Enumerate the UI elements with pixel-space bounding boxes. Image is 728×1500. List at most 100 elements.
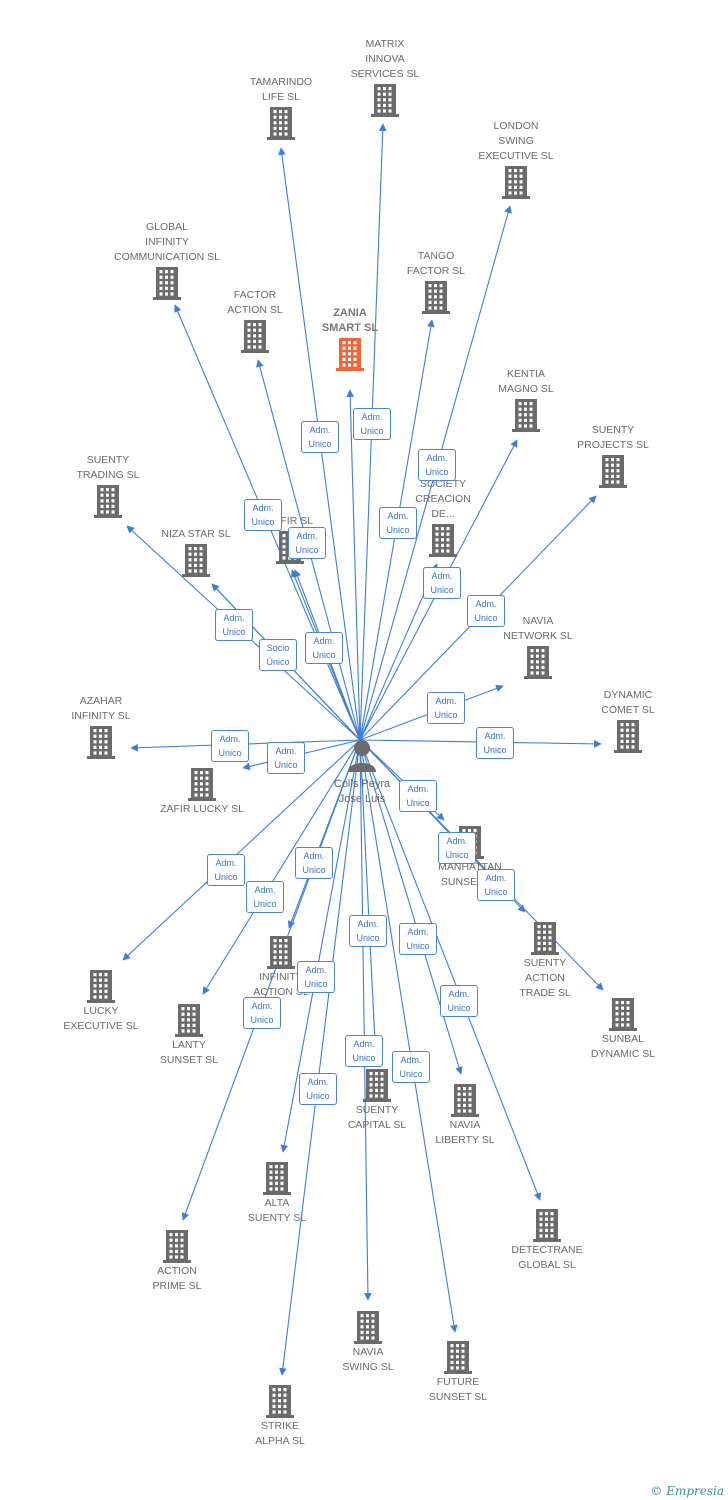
company-label: AZAHAR INFINITY SL: [71, 695, 131, 722]
person-name: Colls Peyra Jose Luis: [333, 778, 391, 805]
building-icon: [524, 646, 552, 679]
company-node-tamarindo[interactable]: TAMARINDO LIFE SL: [221, 75, 341, 141]
building-icon: [502, 166, 530, 199]
edge-label[interactable]: Adm. Unico: [267, 742, 305, 774]
company-label: ZANIA SMART SL: [321, 307, 379, 334]
edge-label[interactable]: Adm. Unico: [345, 1035, 383, 1067]
company-node-navialiberty[interactable]: NAVIA LIBERTY SL: [405, 1082, 525, 1148]
building-icon: [241, 320, 269, 353]
edge-label[interactable]: Adm. Unico: [467, 595, 505, 627]
company-label: STRIKE ALPHA SL: [255, 1420, 305, 1447]
edge-label[interactable]: Adm. Unico: [244, 499, 282, 531]
edge-label[interactable]: Adm. Unico: [207, 854, 245, 886]
company-node-alta[interactable]: ALTA SUENTY SL: [217, 1160, 337, 1226]
company-label: TANGO FACTOR SL: [406, 250, 466, 277]
edge-label[interactable]: Adm. Unico: [299, 1073, 337, 1105]
company-node-society[interactable]: SOCIETY CREACION DE...: [383, 477, 503, 558]
edge-label[interactable]: Socio Único: [259, 639, 297, 671]
company-label: NIZA STAR SL: [161, 528, 231, 540]
edge-label[interactable]: Adm. Unico: [246, 881, 284, 913]
company-node-london[interactable]: LONDON SWING EXECUTIVE SL: [456, 119, 576, 200]
company-node-future[interactable]: FUTURE SUNSET SL: [398, 1339, 518, 1405]
company-node-naviaswing[interactable]: NAVIA SWING SL: [308, 1309, 428, 1375]
company-label: LUCKY EXECUTIVE SL: [63, 1005, 139, 1032]
edge-label[interactable]: Adm. Unico: [379, 507, 417, 539]
edge-label[interactable]: Adm. Unico: [477, 869, 515, 901]
building-icon: [87, 726, 115, 759]
company-node-kentia[interactable]: KENTIA MAGNO SL: [466, 367, 586, 433]
company-node-detectrane[interactable]: DETECTRANE GLOBAL SL: [487, 1207, 607, 1273]
edge-zania: [346, 389, 361, 741]
building-icon: [451, 1084, 479, 1117]
edge-label[interactable]: Adm. Unico: [301, 421, 339, 453]
building-icon: [263, 1162, 291, 1195]
company-node-lucky[interactable]: LUCKY EXECUTIVE SL: [41, 968, 161, 1034]
building-icon: [512, 399, 540, 432]
company-node-suentycapital[interactable]: SUENTY CAPITAL SL: [317, 1067, 437, 1133]
edge-label[interactable]: Adm. Unico: [349, 915, 387, 947]
edge-label[interactable]: Adm. Unico: [243, 997, 281, 1029]
company-label: ALTA SUENTY SL: [247, 1197, 307, 1224]
company-node-suentytrading[interactable]: SUENTY TRADING SL: [48, 453, 168, 519]
edge-label[interactable]: Adm. Unico: [295, 847, 333, 879]
company-node-matrix[interactable]: MATRIX INNOVA SERVICES SL: [325, 37, 445, 118]
company-node-strike[interactable]: STRIKE ALPHA SL: [220, 1383, 340, 1449]
building-icon: [363, 1069, 391, 1102]
company-node-suentyprojects[interactable]: SUENTY PROJECTS SL: [553, 423, 673, 489]
company-label: NAVIA LIBERTY SL: [435, 1119, 495, 1146]
building-icon: [163, 1230, 191, 1263]
company-label: ZAFIR LUCKY SL: [160, 803, 244, 815]
edge-label[interactable]: Adm. Unico: [423, 567, 461, 599]
edge-label[interactable]: Adm. Unico: [288, 527, 326, 559]
company-node-zafirlucky[interactable]: ZAFIR LUCKY SL: [142, 766, 262, 817]
company-node-actionprime[interactable]: ACTION PRIME SL: [117, 1228, 237, 1294]
brand-logo: © Empresia: [650, 1484, 724, 1498]
company-label: SUENTY PROJECTS SL: [577, 424, 649, 451]
building-icon: [614, 720, 642, 753]
company-node-sunbal[interactable]: SUNBAL DYNAMIC SL: [563, 996, 683, 1062]
edge-label[interactable]: Adm. Unico: [215, 609, 253, 641]
company-node-tango[interactable]: TANGO FACTOR SL: [376, 249, 496, 315]
company-label: SUENTY TRADING SL: [76, 454, 140, 481]
company-label: SOCIETY CREACION DE...: [415, 478, 471, 520]
building-icon: [422, 281, 450, 314]
company-label: TAMARINDO LIFE SL: [249, 76, 313, 103]
edge-label[interactable]: Adm. Unico: [353, 408, 391, 440]
company-node-suentyaction[interactable]: SUENTY ACTION TRADE SL: [485, 920, 605, 1001]
edge-label[interactable]: Adm. Unico: [305, 632, 343, 664]
building-icon: [175, 1004, 203, 1037]
edge-label[interactable]: Adm. Unico: [399, 923, 437, 955]
company-label: SUENTY ACTION TRADE SL: [519, 957, 571, 999]
edge-label[interactable]: Adm. Unico: [211, 730, 249, 762]
edge-label[interactable]: Adm. Unico: [438, 832, 476, 864]
edge-label[interactable]: Adm. Unico: [392, 1051, 430, 1083]
edge-label[interactable]: Adm. Unico: [399, 780, 437, 812]
company-label: MATRIX INNOVA SERVICES SL: [350, 38, 420, 80]
company-node-dynamic[interactable]: DYNAMIC COMET SL: [568, 688, 688, 754]
building-icon: [188, 768, 216, 801]
company-node-factor[interactable]: FACTOR ACTION SL: [195, 288, 315, 354]
edge-strike: [279, 739, 361, 1376]
person-node[interactable]: Colls Peyra Jose Luis: [322, 738, 402, 807]
edge-navialiberty: [359, 739, 463, 1075]
company-node-navianetwork[interactable]: NAVIA NETWORK SL: [478, 614, 598, 680]
company-node-zania[interactable]: ZANIA SMART SL: [290, 306, 410, 372]
company-label: LANTY SUNSET SL: [159, 1039, 219, 1066]
company-label: DYNAMIC COMET SL: [601, 689, 655, 716]
building-icon: [182, 544, 210, 577]
company-node-lanty[interactable]: LANTY SUNSET SL: [129, 1002, 249, 1068]
edge-label[interactable]: Adm. Unico: [297, 961, 335, 993]
company-node-azahar[interactable]: AZAHAR INFINITY SL: [41, 694, 161, 760]
edge-label[interactable]: Adm. Unico: [418, 449, 456, 481]
edge-alta: [280, 739, 361, 1153]
company-label: KENTIA MAGNO SL: [498, 368, 554, 395]
edge-lanty: [202, 739, 361, 995]
building-icon: [267, 107, 295, 140]
edge-label[interactable]: Adm. Unico: [427, 692, 465, 724]
edge-label[interactable]: Adm. Unico: [476, 727, 514, 759]
company-node-niza[interactable]: NIZA STAR SL: [136, 527, 256, 578]
edge-label[interactable]: Adm. Unico: [440, 985, 478, 1017]
company-label: NAVIA SWING SL: [342, 1346, 394, 1373]
company-node-global[interactable]: GLOBAL INFINITY COMMUNICATION SL: [107, 220, 227, 301]
